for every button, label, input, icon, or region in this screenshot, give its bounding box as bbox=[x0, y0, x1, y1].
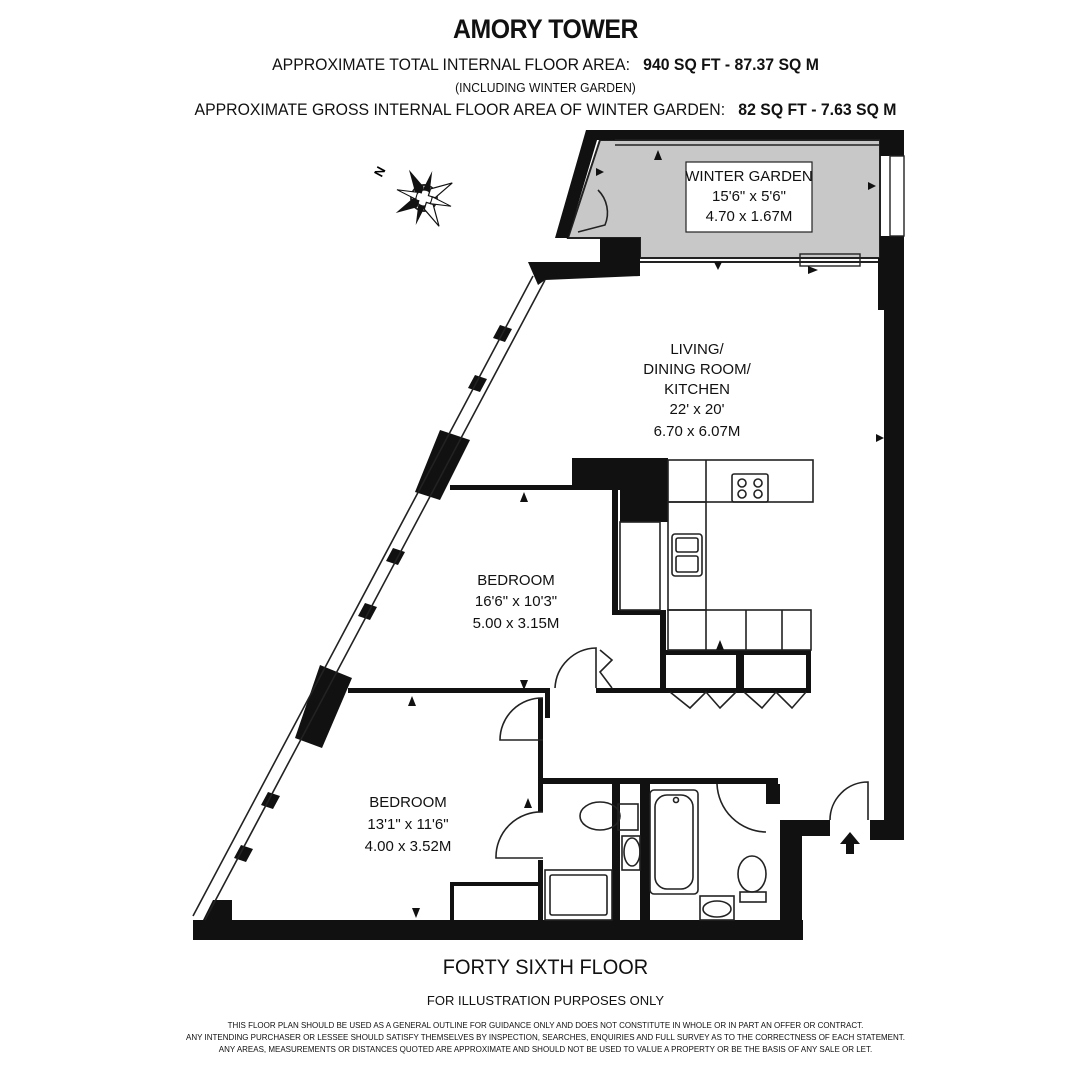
illustration-note: FOR ILLUSTRATION PURPOSES ONLY bbox=[426, 993, 665, 1008]
compass-north-label: N bbox=[371, 164, 389, 179]
exterior-walls bbox=[193, 130, 904, 940]
kitchen-units bbox=[619, 459, 814, 651]
winter-garden-name: WINTER GARDEN bbox=[685, 168, 813, 185]
total-area-line: APPROXIMATE TOTAL INTERNAL FLOOR AREA: 9… bbox=[38, 55, 1053, 75]
winter-garden-metric: 4.70 x 1.67M bbox=[706, 208, 793, 225]
bedroom1-name: BEDROOM bbox=[477, 572, 555, 589]
disclaimer-line: THIS FLOOR PLAN SHOULD BE USED AS A GENE… bbox=[227, 1020, 864, 1030]
page-title: AMORY TOWER bbox=[453, 14, 638, 44]
living-name-2: DINING ROOM/ bbox=[643, 361, 751, 378]
compass-rose-icon bbox=[395, 169, 453, 227]
winter-garden-area-label: APPROXIMATE GROSS INTERNAL FLOOR AREA OF… bbox=[194, 100, 726, 119]
winter-garden-note: (INCLUDING WINTER GARDEN) bbox=[455, 80, 636, 95]
disclaimer-line: ANY AREAS, MEASUREMENTS OR DISTANCES QUO… bbox=[218, 1044, 873, 1054]
bathroom-fittings bbox=[544, 789, 767, 921]
winter-garden-area-value: 82 SQ FT - 7.63 SQ M bbox=[738, 100, 897, 119]
living-name-3: KITCHEN bbox=[664, 381, 730, 398]
living-name-1: LIVING/ bbox=[670, 341, 724, 358]
entrance-arrow-icon bbox=[840, 832, 860, 854]
bedroom2-metric: 4.00 x 3.52M bbox=[365, 838, 452, 855]
winter-garden-label-box bbox=[685, 161, 813, 233]
total-area-label: APPROXIMATE TOTAL INTERNAL FLOOR AREA: bbox=[272, 55, 630, 74]
floor-name: FORTY SIXTH FLOOR bbox=[442, 956, 649, 979]
bedroom1-imperial: 16'6" x 10'3" bbox=[475, 593, 557, 610]
winter-garden-area-line: APPROXIMATE GROSS INTERNAL FLOOR AREA OF… bbox=[38, 100, 1053, 120]
total-area-value: 940 SQ FT - 87.37 SQ M bbox=[643, 55, 819, 74]
disclaimer-line: ANY INTENDING PURCHASER OR LESSEE SHOULD… bbox=[185, 1032, 906, 1042]
doors bbox=[495, 189, 869, 859]
bedroom2-imperial: 13'1" x 11'6" bbox=[367, 816, 448, 833]
living-imperial: 22' x 20' bbox=[670, 401, 725, 418]
living-metric: 6.70 x 6.07M bbox=[654, 423, 741, 440]
winter-garden-imperial: 15'6" x 5'6" bbox=[712, 188, 786, 205]
bedroom2-name: BEDROOM bbox=[369, 794, 447, 811]
bedroom1-metric: 5.00 x 3.15M bbox=[473, 615, 560, 632]
